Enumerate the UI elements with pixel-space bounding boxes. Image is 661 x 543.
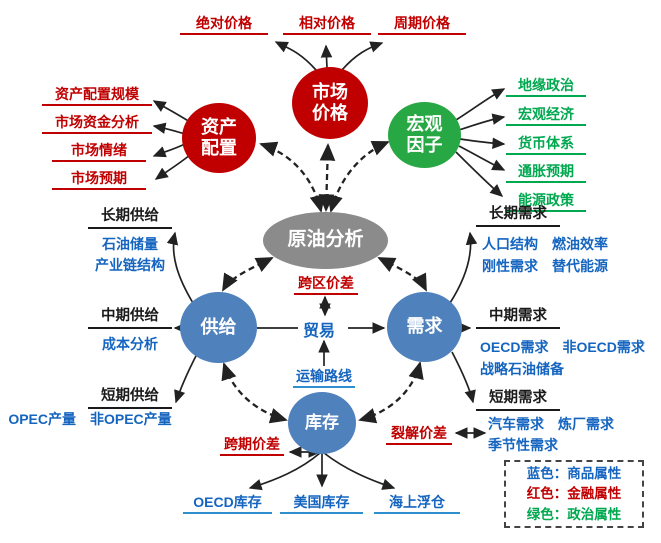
label-seasonal-demand: 季节性需求 — [488, 437, 558, 453]
label-relative-price: 相对价格 — [283, 15, 371, 36]
label-absolute-price: 绝对价格 — [180, 15, 268, 36]
label-oecd-inventory: OECD库存 — [183, 494, 272, 515]
node-inventory: 库存 — [288, 392, 356, 454]
label-market-sentiment: 市场情绪 — [52, 142, 146, 163]
label-calendar-spread: 跨期价差 — [220, 436, 284, 457]
label-midterm-supply: 中期供给 — [88, 308, 172, 329]
label-us-inventory: 美国库存 — [280, 494, 363, 515]
legend-red-financial: 红色：金融属性 — [526, 486, 622, 502]
label-opec-output: OPEC产量 非OPEC产量 — [8, 411, 172, 427]
node-trade: 贸易 — [303, 323, 336, 340]
label-geopolitics: 地缘政治 — [506, 77, 586, 98]
node-asset-allocation: 资产 配置 — [182, 103, 256, 173]
label-market-funds-analysis: 市场资金分析 — [42, 114, 152, 135]
label-transport-route: 运输路线 — [293, 368, 355, 389]
node-market-price: 市场 价格 — [292, 67, 368, 139]
label-floating-storage: 海上浮仓 — [374, 494, 460, 515]
label-rigid-demand-alternative-energy: 刚性需求 替代能源 — [482, 258, 608, 274]
color-legend: 蓝色：商品属性 红色：金融属性 绿色：政治属性 — [504, 460, 644, 528]
label-cycle-price: 周期价格 — [378, 15, 466, 36]
label-shortterm-supply: 短期供给 — [88, 388, 172, 409]
label-population-fuel-efficiency: 人口结构 燃油效率 — [482, 236, 608, 252]
label-longterm-demand: 长期需求 — [476, 206, 560, 227]
node-macro-factor: 宏观 因子 — [388, 102, 461, 168]
node-crude-oil-analysis: 原油分析 — [263, 212, 388, 269]
label-industry-chain-structure: 产业链结构 — [95, 257, 165, 273]
label-shortterm-demand: 短期需求 — [476, 390, 560, 411]
label-oil-reserves: 石油储量 — [102, 236, 158, 252]
label-cost-analysis: 成本分析 — [102, 336, 158, 352]
label-longterm-supply: 长期供给 — [88, 208, 172, 229]
label-midterm-demand: 中期需求 — [476, 308, 560, 329]
legend-blue-commodity: 蓝色：商品属性 — [526, 465, 622, 481]
label-inflation-expectation: 通胀预期 — [506, 163, 586, 184]
label-strategic-petroleum-reserve: 战略石油储备 — [480, 361, 564, 377]
label-auto-refinery-demand: 汽车需求 炼厂需求 — [488, 416, 614, 432]
node-demand: 需求 — [387, 292, 462, 362]
label-monetary-system: 货币体系 — [506, 135, 586, 156]
label-crack-spread: 裂解价差 — [386, 425, 452, 446]
label-macro-economy: 宏观经济 — [506, 106, 586, 127]
label-energy-policy: 能源政策 — [506, 192, 586, 213]
label-market-expectation: 市场预期 — [52, 170, 146, 191]
label-oecd-demand: OECD需求 非OECD需求 — [480, 339, 645, 355]
label-cross-region-spread: 跨区价差 — [294, 275, 358, 296]
label-asset-allocation-scale: 资产配置规模 — [42, 86, 152, 107]
node-supply: 供给 — [180, 292, 257, 363]
legend-green-political: 绿色：政治属性 — [526, 506, 622, 522]
